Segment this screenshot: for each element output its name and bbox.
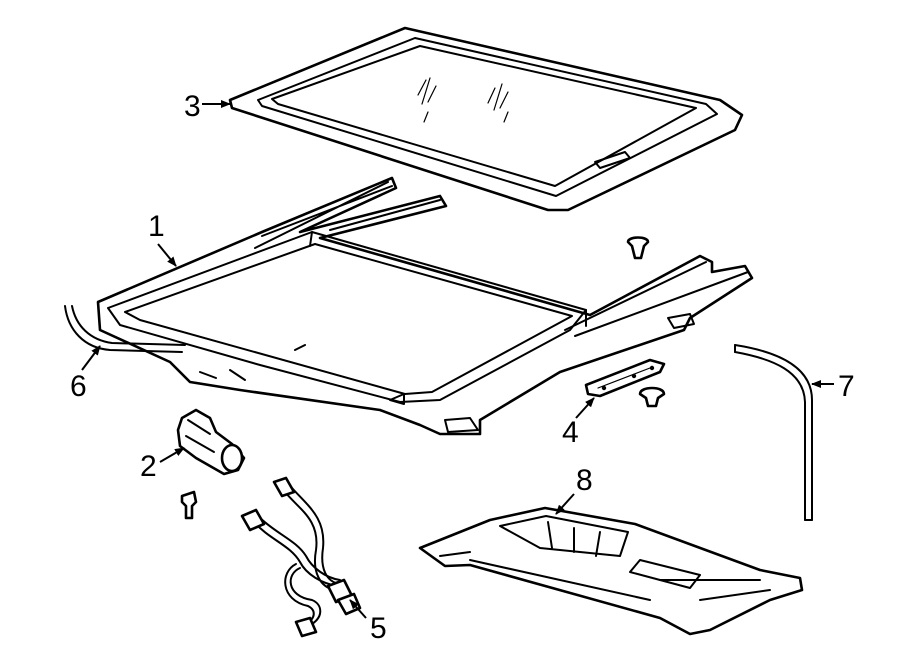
callout-4: 4	[562, 397, 595, 449]
wiring-harness-part	[240, 476, 362, 638]
svg-text:8: 8	[576, 464, 593, 497]
callout-7: 7	[811, 370, 855, 403]
weatherstrip-part	[734, 344, 813, 521]
sunroof-frame-part	[96, 176, 754, 436]
svg-text:6: 6	[70, 370, 87, 403]
callout-5: 5	[349, 599, 387, 645]
motor-part	[176, 408, 246, 476]
bracket-part	[584, 358, 666, 398]
bolt-part	[180, 490, 198, 520]
svg-text:7: 7	[838, 370, 855, 403]
callout-8: 8	[555, 464, 593, 515]
callout-1: 1	[148, 210, 177, 267]
drain-hose-part	[64, 305, 186, 353]
callout-2: 2	[140, 447, 185, 483]
svg-text:4: 4	[562, 416, 579, 449]
svg-text:1: 1	[148, 210, 165, 243]
glass-panel-part	[228, 26, 744, 212]
callout-6: 6	[70, 345, 101, 403]
clip-part	[626, 236, 650, 260]
headliner-panel-part	[418, 506, 804, 636]
svg-text:3: 3	[184, 90, 201, 123]
svg-text:5: 5	[370, 612, 387, 645]
callout-3: 3	[184, 90, 231, 123]
push-pin-clip-part	[638, 386, 666, 408]
svg-text:2: 2	[140, 450, 157, 483]
